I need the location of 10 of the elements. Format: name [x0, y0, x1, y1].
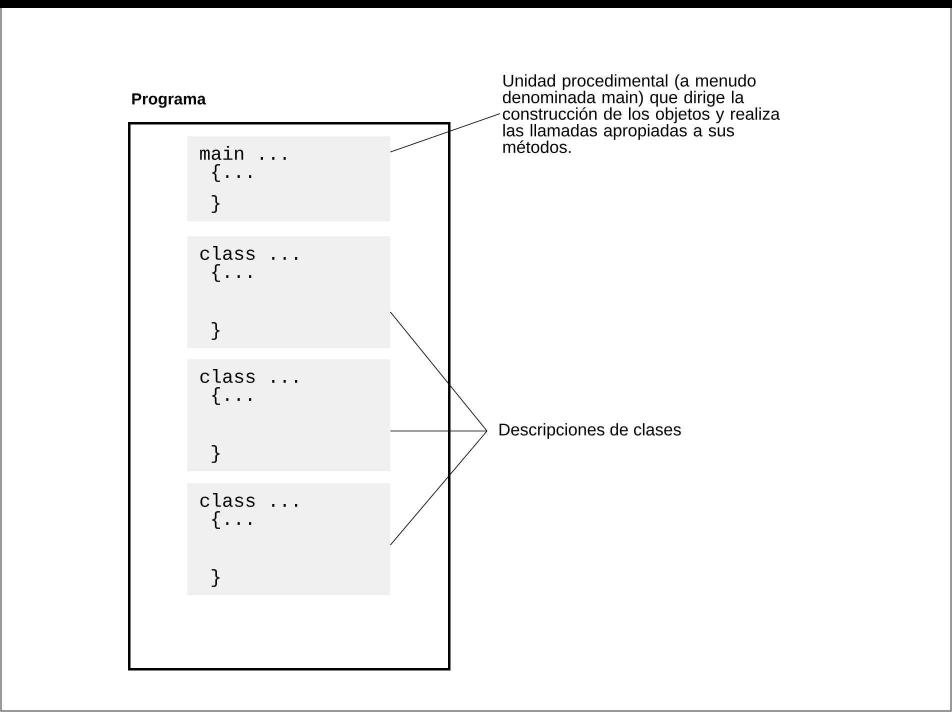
program-box — [128, 122, 450, 670]
code-box: main ... {... } — [187, 136, 390, 222]
leader-line — [390, 113, 500, 152]
leader-line — [390, 430, 488, 432]
heading: Programa — [132, 93, 206, 108]
annotation: Descripciones de clases — [500, 423, 681, 439]
leader-line — [390, 430, 488, 546]
code-box: class ... {... } — [187, 483, 390, 596]
annotation: Unidad procedimental (a menudo denominada main) que dirige la construcción de los objetos y realiza las llamadas apropiadas a sus métodos. — [502, 74, 780, 154]
leader-line — [390, 312, 488, 432]
